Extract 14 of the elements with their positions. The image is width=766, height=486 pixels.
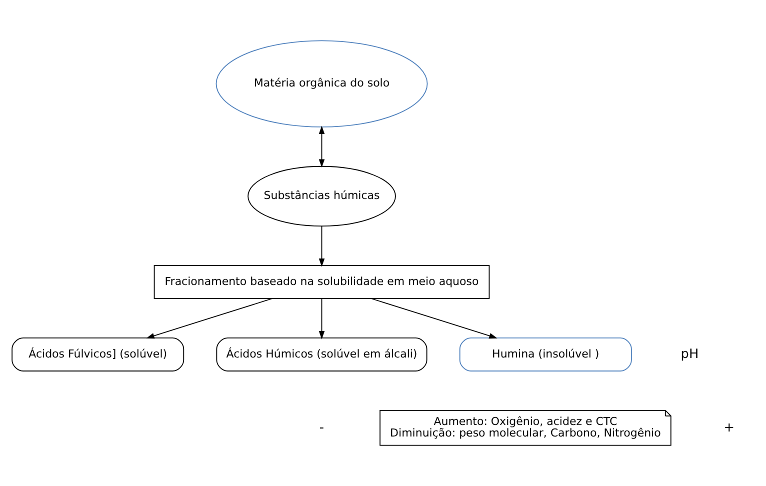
node-box: Humina (insolúvel ) xyxy=(459,338,632,372)
arrow xyxy=(146,298,273,339)
label: + xyxy=(724,420,735,436)
node-box: Ácidos Fúlvicos] (solúvel) xyxy=(12,338,184,372)
arrow xyxy=(318,298,325,340)
label: pH xyxy=(680,346,699,362)
node-box: Fracionamento baseado na solubilidade em meio aquoso xyxy=(154,265,490,299)
arrow xyxy=(318,126,325,168)
arrow xyxy=(370,298,498,339)
node-ellipse: Matéria orgânica do solo xyxy=(216,40,428,128)
node-box: Ácidos Húmicos (solúvel em álcali) xyxy=(216,338,428,372)
label: - xyxy=(319,420,324,436)
node-ellipse: Substâncias húmicas xyxy=(248,166,396,226)
arrow xyxy=(318,226,325,267)
